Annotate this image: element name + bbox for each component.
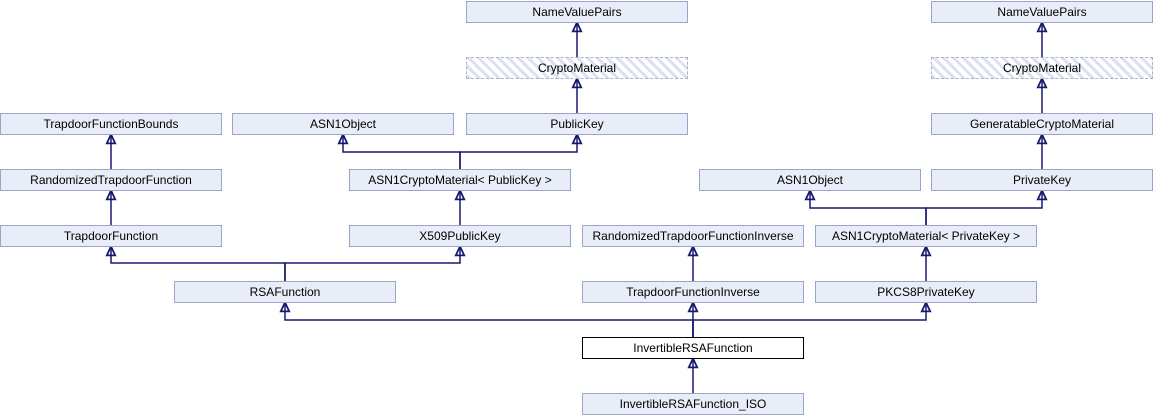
edge-asn1cryptomaterial-privatekey-to-asn1object-right [810, 191, 927, 225]
class-node-trapdoorfunctionbounds[interactable]: TrapdoorFunctionBounds [0, 113, 222, 135]
edge-invertiblersafunction-to-pkcs8privatekey [692, 303, 926, 337]
class-node-asn1object-right[interactable]: ASN1Object [699, 169, 921, 191]
class-node-asn1object-left[interactable]: ASN1Object [232, 113, 454, 135]
class-node-namevaluepairs-left[interactable]: NameValuePairs [466, 1, 688, 23]
class-node-namevaluepairs-right[interactable]: NameValuePairs [931, 1, 1153, 23]
class-node-pkcs8privatekey[interactable]: PKCS8PrivateKey [815, 281, 1037, 303]
edge-asn1cryptomaterial-publickey-to-publickey [459, 135, 577, 169]
edge-rsafunction-to-trapdoorfunction [111, 247, 286, 281]
edge-invertiblersafunction-to-rsafunction [285, 303, 694, 337]
class-node-cryptomaterial-left[interactable]: CryptoMaterial [466, 57, 688, 79]
class-node-rsafunction[interactable]: RSAFunction [174, 281, 396, 303]
class-node-asn1cryptomaterial-publickey[interactable]: ASN1CryptoMaterial< PublicKey > [349, 169, 571, 191]
class-node-publickey[interactable]: PublicKey [466, 113, 688, 135]
class-node-trapdoorfunction[interactable]: TrapdoorFunction [0, 225, 222, 247]
class-node-trapdoorfunctioninverse[interactable]: TrapdoorFunctionInverse [582, 281, 804, 303]
edge-asn1cryptomaterial-publickey-to-asn1object-left [343, 135, 461, 169]
class-node-invertiblersafunction-iso[interactable]: InvertibleRSAFunction_ISO [582, 393, 804, 415]
class-node-randomizedtrapdoorfunction[interactable]: RandomizedTrapdoorFunction [0, 169, 222, 191]
class-node-generatablecryptomaterial[interactable]: GeneratableCryptoMaterial [931, 113, 1153, 135]
class-node-cryptomaterial-right[interactable]: CryptoMaterial [931, 57, 1153, 79]
class-node-x509publickey[interactable]: X509PublicKey [349, 225, 571, 247]
edge-rsafunction-to-x509publickey [284, 247, 460, 281]
edge-asn1cryptomaterial-privatekey-to-privatekey [925, 191, 1042, 225]
class-node-invertiblersafunction: InvertibleRSAFunction [582, 337, 804, 359]
class-node-asn1cryptomaterial-privatekey[interactable]: ASN1CryptoMaterial< PrivateKey > [815, 225, 1037, 247]
class-node-randomizedtrapdoorfunctioninverse[interactable]: RandomizedTrapdoorFunctionInverse [582, 225, 804, 247]
class-node-privatekey[interactable]: PrivateKey [931, 169, 1153, 191]
